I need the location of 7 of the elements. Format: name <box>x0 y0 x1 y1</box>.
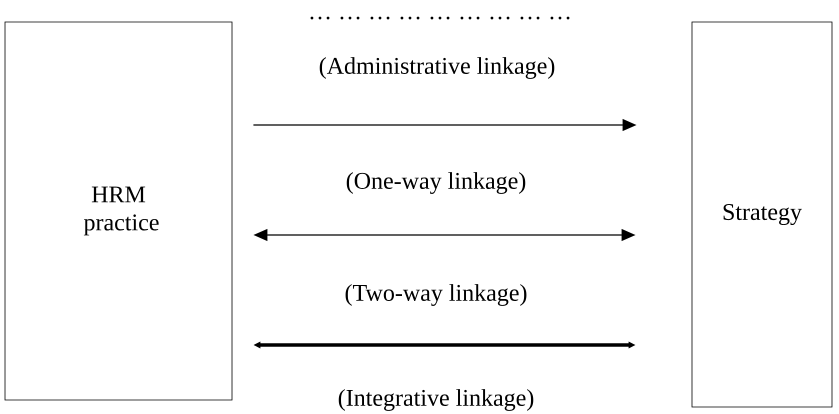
box: HRM practice <box>4 22 232 400</box>
dotted-line: … … … … … … … … … <box>310 16 570 20</box>
edge-label: (Integrative linkage) <box>336 388 536 412</box>
linkage-label: (Administrative linkage) <box>320 57 554 79</box>
edge-label: (One-way linkage) <box>344 171 528 195</box>
edge-label: (Two-way linkage) <box>344 283 528 307</box>
box: Strategy <box>692 22 832 408</box>
